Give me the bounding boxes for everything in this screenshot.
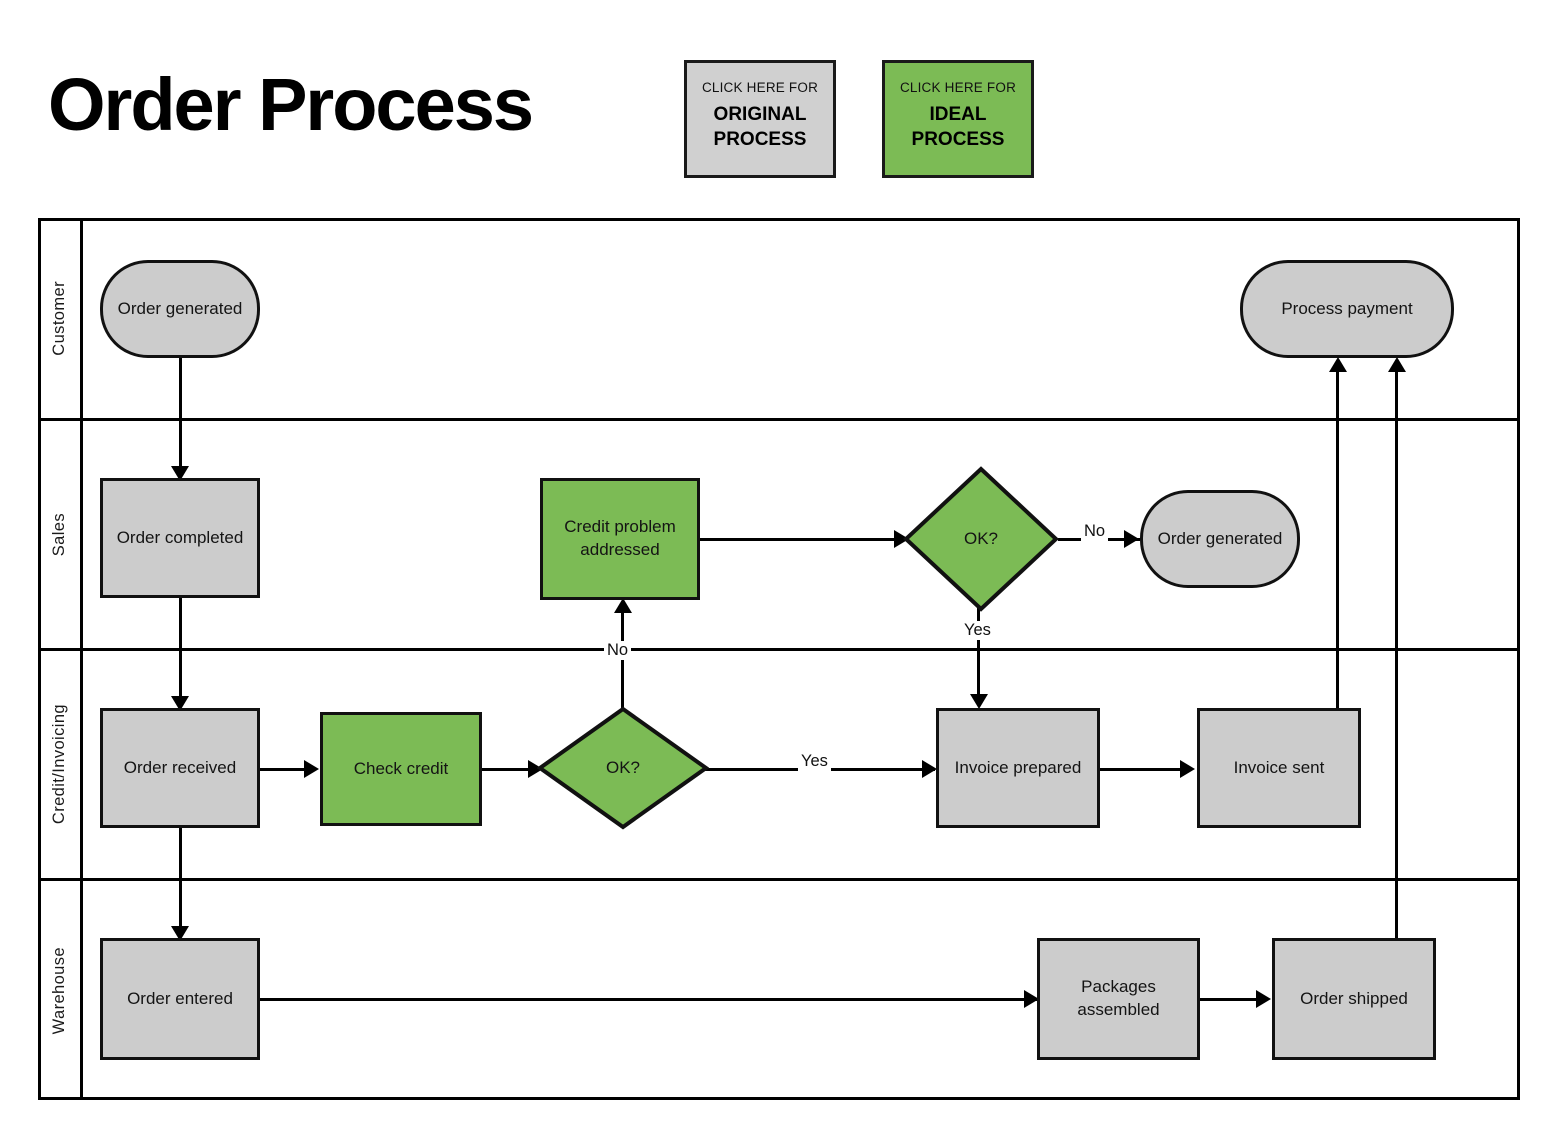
arrowhead-order-completed-in — [171, 466, 189, 481]
arrowhead-invoice-sent-in — [1180, 760, 1195, 778]
node-order-completed-label: Order completed — [116, 527, 244, 547]
node-invoice-sent-label: Invoice sent — [1233, 757, 1325, 777]
edge-order-received-to-check-credit — [260, 768, 306, 771]
arrowhead-process-payment-in-left — [1329, 357, 1347, 372]
edge-order-generated-to-order-completed — [179, 358, 182, 470]
node-check-credit-label: Check credit — [353, 758, 449, 778]
edge-order-completed-to-order-received — [179, 598, 182, 700]
edge-order-shipped-to-process-payment — [1395, 368, 1398, 940]
node-order-shipped-label: Order shipped — [1300, 988, 1408, 1008]
edge-invoice-sent-to-process-payment — [1336, 368, 1339, 710]
lane-label-customer: Customer — [38, 218, 80, 418]
lane-label-warehouse-text: Warehouse — [49, 946, 68, 1035]
node-invoice-prepared[interactable]: Invoice prepared — [936, 708, 1100, 828]
lane-divider-sales-credit — [38, 648, 1520, 651]
node-order-entered-label: Order entered — [127, 988, 233, 1008]
node-order-received[interactable]: Order received — [100, 708, 260, 828]
arrowhead-order-received-in — [171, 696, 189, 711]
lane-label-sales-text: Sales — [49, 512, 68, 557]
node-process-payment[interactable]: Process payment — [1240, 260, 1454, 358]
arrowhead-order-shipped-in — [1256, 990, 1271, 1008]
ideal-process-kicker: CLICK HERE FOR — [899, 80, 1017, 95]
edge-ok-sales-yes-to-invoice-prepared — [977, 598, 980, 700]
node-packages-assembled-label: Packages assembled — [1077, 977, 1160, 1019]
lane-divider-customer-sales — [38, 418, 1520, 421]
node-order-completed[interactable]: Order completed — [100, 478, 260, 598]
edge-check-credit-to-ok-credit — [482, 768, 532, 771]
edge-invoice-prepared-to-invoice-sent — [1100, 768, 1184, 771]
node-ok-credit-label: OK? — [605, 758, 641, 777]
node-ok-sales[interactable]: OK? — [903, 466, 1059, 612]
arrowhead-check-credit-in — [304, 760, 319, 778]
node-order-received-label: Order received — [123, 757, 237, 777]
edge-credit-problem-addressed-to-ok-sales — [700, 538, 908, 541]
node-credit-problem-addressed[interactable]: Credit problem addressed — [540, 478, 700, 600]
arrowhead-order-generated-sales-in — [1124, 530, 1139, 548]
edge-packages-assembled-to-order-shipped — [1200, 998, 1262, 1001]
node-order-generated-sales[interactable]: Order generated — [1140, 490, 1300, 588]
original-process-button[interactable]: CLICK HERE FOR ORIGINAL PROCESS — [684, 60, 836, 178]
arrowhead-credit-problem-addressed-in — [614, 598, 632, 613]
node-order-generated-customer-label: Order generated — [117, 298, 243, 318]
arrowhead-packages-assembled-in — [1024, 990, 1039, 1008]
node-ok-sales-label: OK? — [963, 529, 999, 548]
swimlane-frame — [38, 218, 1520, 1100]
node-order-generated-sales-label: Order generated — [1157, 528, 1283, 548]
edge-order-entered-to-packages-assembled — [260, 998, 1040, 1001]
arrowhead-invoice-prepared-in-left — [922, 760, 937, 778]
node-order-entered[interactable]: Order entered — [100, 938, 260, 1060]
lane-label-warehouse: Warehouse — [38, 881, 80, 1100]
edge-label-ok-sales-no: No — [1081, 522, 1109, 541]
node-credit-problem-addressed-label: Credit problem addressed — [564, 517, 676, 559]
lane-label-credit-invoicing: Credit/Invoicing — [38, 651, 80, 878]
edge-label-ok-sales-yes: Yes — [961, 621, 994, 640]
node-order-shipped[interactable]: Order shipped — [1272, 938, 1436, 1060]
edge-label-ok-credit-no: No — [604, 641, 632, 660]
ideal-process-line2: PROCESS — [911, 129, 1005, 151]
original-process-line1: ORIGINAL — [713, 103, 807, 125]
page-title: Order Process — [48, 63, 534, 146]
node-invoice-sent[interactable]: Invoice sent — [1197, 708, 1361, 828]
node-process-payment-label: Process payment — [1281, 298, 1413, 318]
arrowhead-ok-sales-in — [894, 530, 909, 548]
lane-label-column-divider — [80, 218, 83, 1100]
arrowhead-process-payment-in-right — [1388, 357, 1406, 372]
arrowhead-invoice-prepared-in-top — [970, 694, 988, 709]
lane-divider-credit-warehouse — [38, 878, 1520, 881]
node-invoice-prepared-label: Invoice prepared — [954, 757, 1082, 777]
node-check-credit[interactable]: Check credit — [320, 712, 482, 826]
ideal-process-button[interactable]: CLICK HERE FOR IDEAL PROCESS — [882, 60, 1034, 178]
ideal-process-line1: IDEAL — [929, 103, 987, 125]
lane-label-sales: Sales — [38, 421, 80, 648]
lane-label-credit-invoicing-text: Credit/Invoicing — [49, 704, 68, 825]
node-ok-credit[interactable]: OK? — [537, 706, 709, 830]
arrowhead-order-entered-in — [171, 926, 189, 941]
original-process-line2: PROCESS — [713, 129, 807, 151]
lane-label-customer-text: Customer — [49, 280, 68, 356]
edge-label-ok-credit-yes: Yes — [798, 752, 831, 771]
edge-order-received-to-order-entered — [179, 828, 182, 930]
node-order-generated-customer[interactable]: Order generated — [100, 260, 260, 358]
original-process-kicker: CLICK HERE FOR — [701, 80, 819, 95]
arrowhead-ok-credit-in — [528, 760, 543, 778]
node-packages-assembled[interactable]: Packages assembled — [1037, 938, 1200, 1060]
